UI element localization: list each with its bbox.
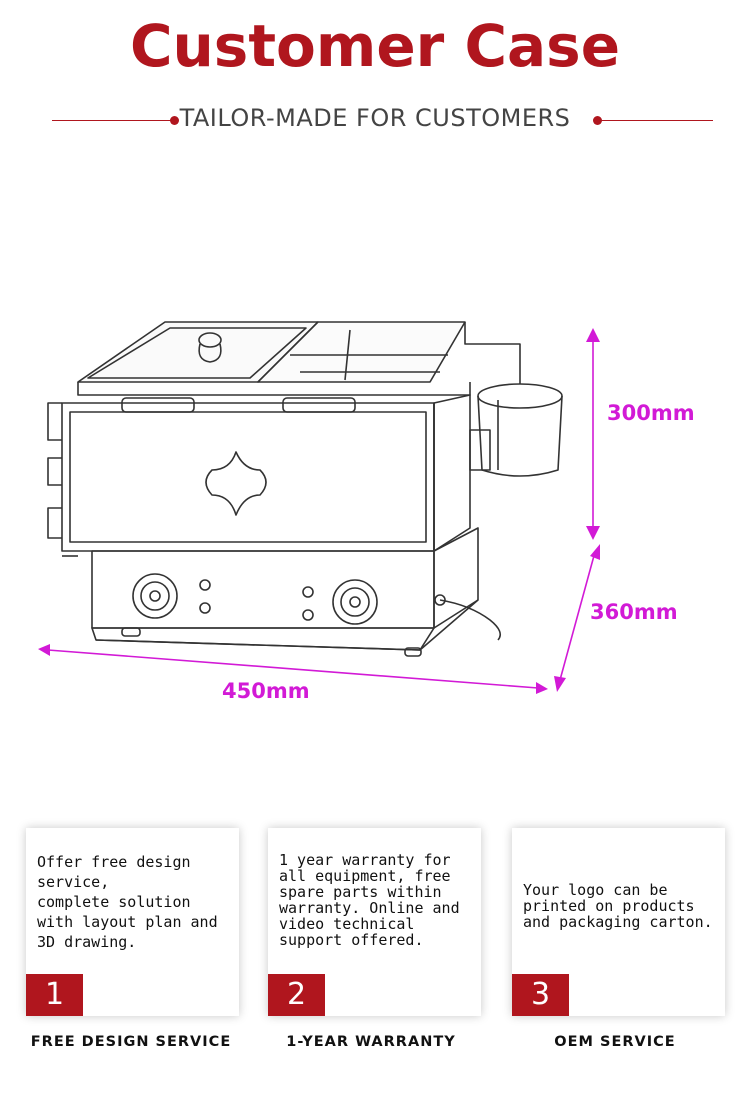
- service-label-warranty: 1-YEAR WARRANTY: [286, 1034, 456, 1050]
- width-dimension-label: 450mm: [222, 679, 310, 703]
- service-card-text: Offer free design service, complete solu…: [37, 853, 218, 951]
- service-label-design: FREE DESIGN SERVICE: [30, 1034, 232, 1050]
- subtitle-left-dot: [170, 116, 179, 125]
- service-card-text: 1 year warranty for all equipment, free …: [279, 851, 460, 949]
- subtitle-left-line: [52, 120, 172, 121]
- service-label-oem: OEM SERVICE: [554, 1034, 676, 1050]
- product-sketch-image: [38, 321, 600, 694]
- page-title: Customer Case: [129, 12, 621, 80]
- subtitle-right-dot: [593, 116, 602, 125]
- page-subtitle: TAILOR-MADE FOR CUSTOMERS: [179, 104, 571, 132]
- service-card-text: Your logo can be printed on products and…: [523, 881, 713, 931]
- depth-dimension-label: 360mm: [590, 600, 678, 624]
- service-card-warranty: 1 year warranty for all equipment, free …: [268, 828, 481, 1016]
- service-card-number: 3: [512, 974, 569, 1016]
- service-card-oem: Your logo can be printed on products and…: [512, 828, 725, 1016]
- height-dimension-label: 300mm: [607, 401, 695, 425]
- subtitle-right-line: [600, 120, 713, 121]
- service-card-number: 1: [26, 974, 83, 1016]
- service-card-design: Offer free design service, complete solu…: [26, 828, 239, 1016]
- service-card-number: 2: [268, 974, 325, 1016]
